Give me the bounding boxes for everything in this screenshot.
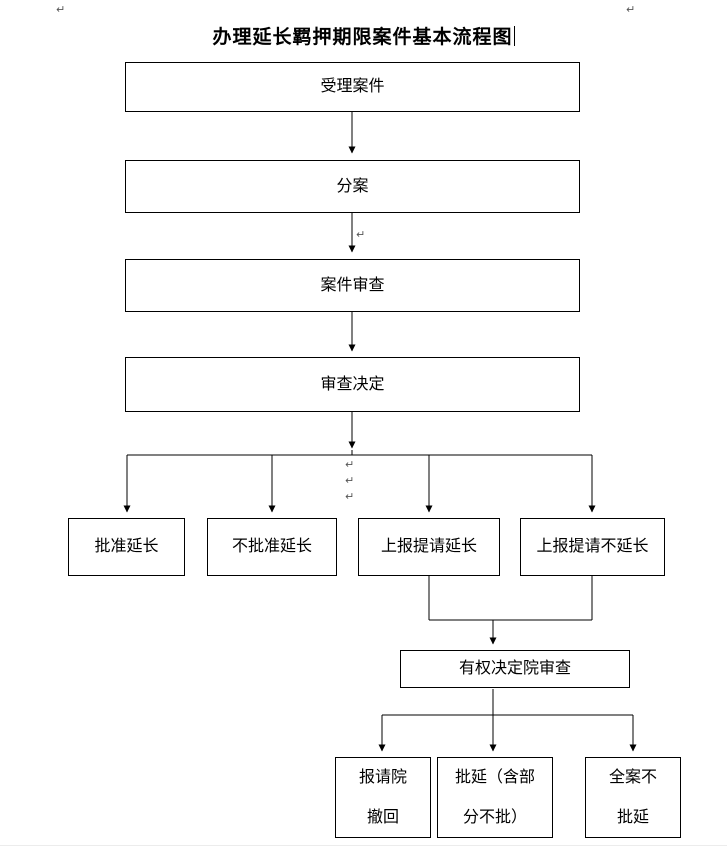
flow-node-label-line1: 报请院 — [358, 768, 407, 786]
flow-node-report-request-no-extension: 上报提请不延长 — [520, 518, 665, 576]
flow-node-review-decision: 审查决定 — [125, 357, 580, 412]
flow-node-label: 案件审查 — [320, 276, 385, 294]
flow-node-case-review: 案件审查 — [125, 259, 580, 312]
flow-node-accept-case: 受理案件 — [125, 62, 580, 112]
flow-node-label-line2: 批延 — [616, 808, 649, 826]
paragraph-mark: ↵ — [356, 228, 366, 241]
flow-node-disapprove-extension: 不批准延长 — [207, 518, 337, 576]
flow-node-assign-case: 分案 — [125, 160, 580, 213]
flow-node-no-approve: 全案不 批延 — [585, 757, 681, 838]
flow-node-label-line1: 批延（含部 — [454, 768, 535, 786]
flow-node-approve-extension: 批准延长 — [68, 518, 185, 576]
flow-node-report-request-extension: 上报提请延长 — [358, 518, 500, 576]
flow-node-label: 批准延长 — [94, 538, 159, 555]
paragraph-mark: ↵ — [345, 458, 355, 471]
flow-node-label: 有权决定院审查 — [458, 660, 571, 677]
flow-node-label: 审查决定 — [320, 375, 385, 393]
flow-node-request-withdraw: 报请院 撤回 — [335, 757, 431, 838]
page-title: 办理延长羁押期限案件基本流程图 — [0, 22, 727, 49]
flow-node-label: 上报提请延长 — [380, 538, 477, 555]
flow-node-label-line2: 分不批） — [462, 808, 527, 826]
flow-node-label-line2: 撤回 — [366, 808, 399, 826]
paragraph-mark: ↵ — [345, 474, 355, 487]
flow-node-authority-review: 有权决定院审查 — [400, 650, 630, 688]
flow-node-label: 上报提请不延长 — [536, 538, 649, 555]
paragraph-mark: ↵ — [56, 3, 66, 16]
flow-node-approve-partial: 批延（含部 分不批） — [437, 757, 553, 838]
paragraph-mark: ↵ — [345, 490, 355, 503]
page-title-text: 办理延长羁押期限案件基本流程图 — [212, 27, 513, 48]
flow-node-label-line1: 全案不 — [608, 768, 657, 786]
paragraph-mark: ↵ — [626, 3, 636, 16]
flow-node-label: 受理案件 — [320, 78, 385, 95]
flow-node-label: 不批准延长 — [231, 538, 312, 555]
flow-node-label: 分案 — [336, 177, 369, 195]
text-cursor — [513, 26, 515, 46]
